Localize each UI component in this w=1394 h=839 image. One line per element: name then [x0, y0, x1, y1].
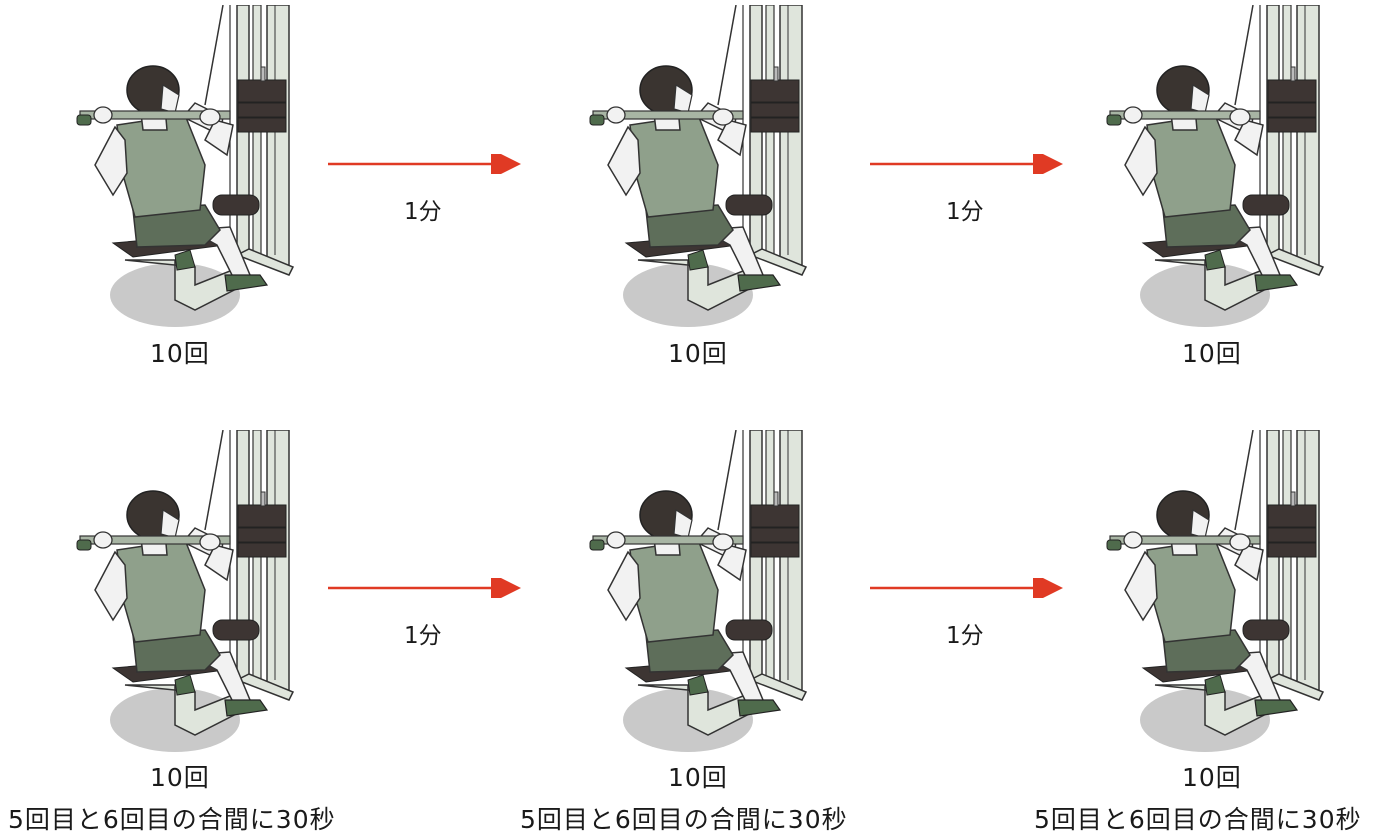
lat-pulldown-figure-icon	[76, 5, 294, 328]
rest-label: 1分	[946, 623, 984, 649]
lat-pulldown-figure-2-1	[55, 430, 295, 760]
arrow-right-icon	[870, 578, 1063, 598]
lat-pulldown-figure-1-2	[568, 5, 808, 335]
reps-label: 10回	[668, 763, 728, 792]
lat-pulldown-figure-icon	[76, 430, 294, 753]
rest-label: 1分	[404, 623, 442, 649]
lat-pulldown-figure-2-2	[568, 430, 808, 760]
rest-label: 1分	[946, 199, 984, 225]
lat-pulldown-figure-icon	[589, 430, 807, 753]
drop-note: 5回目と6回目の合間に30秒	[8, 805, 336, 834]
rest-label: 1分	[404, 199, 442, 225]
reps-label: 10回	[1182, 763, 1242, 792]
lat-pulldown-figure-icon	[589, 5, 807, 328]
reps-label: 10回	[150, 763, 210, 792]
reps-label: 10回	[150, 339, 210, 368]
lat-pulldown-figure-icon	[1106, 5, 1324, 328]
lat-pulldown-figure-1-3	[1085, 5, 1325, 335]
lat-pulldown-figure-icon	[1106, 430, 1324, 753]
drop-note: 5回目と6回目の合間に30秒	[520, 805, 848, 834]
reps-label: 10回	[1182, 339, 1242, 368]
arrow-right-icon	[870, 154, 1063, 174]
arrow-right-icon	[328, 154, 521, 174]
drop-note: 5回目と6回目の合間に30秒	[1034, 805, 1362, 834]
lat-pulldown-figure-1-1	[55, 5, 295, 335]
lat-pulldown-figure-2-3	[1085, 430, 1325, 760]
reps-label: 10回	[668, 339, 728, 368]
arrow-right-icon	[328, 578, 521, 598]
